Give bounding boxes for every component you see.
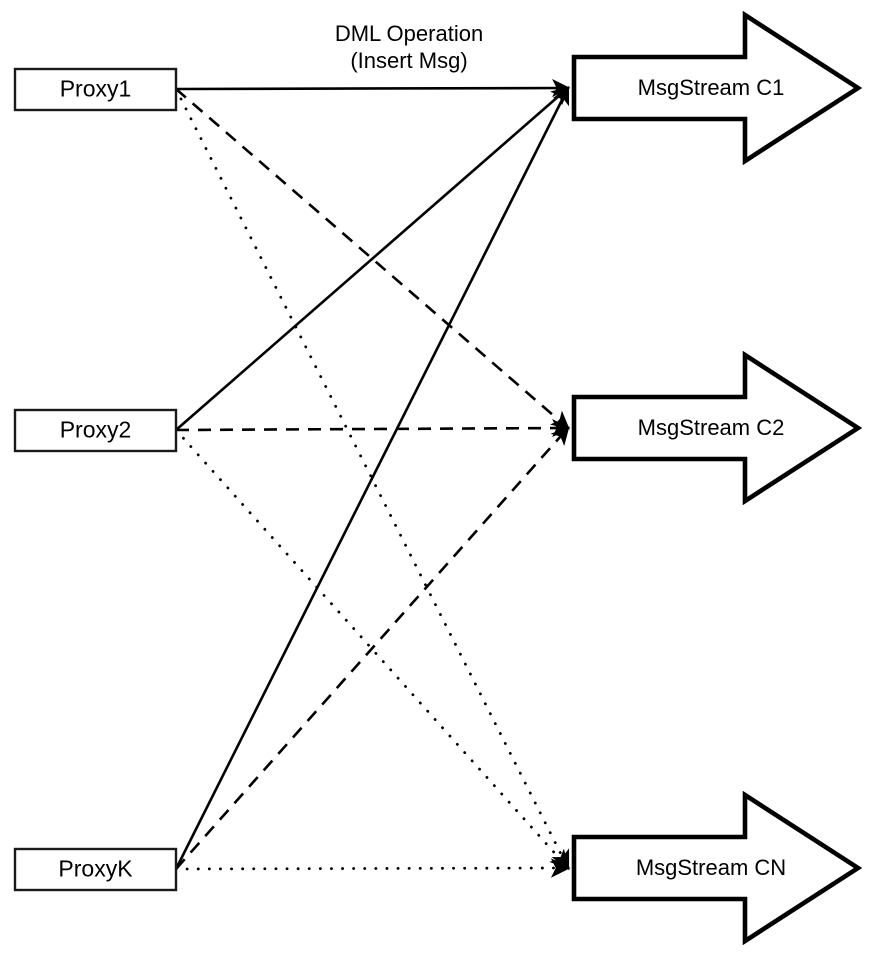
stream-node-msgstream-c1[interactable]: MsgStream C1	[571, 10, 863, 166]
links-layer	[174, 78, 571, 878]
link-proxy2-to-c2	[175, 418, 571, 438]
proxy-box-rect[interactable]	[13, 408, 178, 453]
proxy-box-rect[interactable]	[13, 67, 178, 112]
stream-label: MsgStream CN	[636, 855, 786, 880]
stream-label: MsgStream C1	[638, 75, 785, 100]
stream-arrow-shape[interactable]	[571, 10, 863, 166]
link-proxyk-to-c1	[174, 85, 570, 870]
edge-caption-line-1: DML Operation	[335, 21, 483, 46]
link-proxy2-to-c1	[175, 86, 570, 431]
stream-node-msgstream-c2[interactable]: MsgStream C2	[571, 350, 863, 506]
link-proxy1-to-cn	[174, 87, 570, 871]
edge-caption: DML Operation (Insert Msg)	[335, 21, 483, 73]
link-proxyk-to-cn	[174, 858, 571, 878]
stream-arrow-shape[interactable]	[571, 790, 863, 946]
proxy-label: Proxy2	[60, 417, 132, 443]
link-proxy1-to-c1	[175, 78, 571, 98]
stream-arrow-shape[interactable]	[571, 350, 863, 506]
stream-nodes-layer: MsgStream C1 MsgStream C2 MsgStream CN	[571, 10, 863, 946]
link-proxy2-to-cn	[174, 428, 570, 870]
proxy-node-proxy1[interactable]: Proxy1	[13, 67, 178, 112]
proxy-label: Proxy1	[60, 76, 132, 102]
proxy-box-rect[interactable]	[13, 847, 178, 892]
stream-node-msgstream-cn[interactable]: MsgStream CN	[571, 790, 863, 946]
proxy-node-proxyk[interactable]: ProxyK	[13, 847, 178, 892]
edge-caption-line-2: (Insert Msg)	[350, 48, 467, 73]
link-proxyk-to-c2	[175, 426, 570, 870]
proxy-node-proxy2[interactable]: Proxy2	[13, 408, 178, 453]
stream-label: MsgStream C2	[638, 415, 785, 440]
proxy-label: ProxyK	[58, 856, 133, 882]
